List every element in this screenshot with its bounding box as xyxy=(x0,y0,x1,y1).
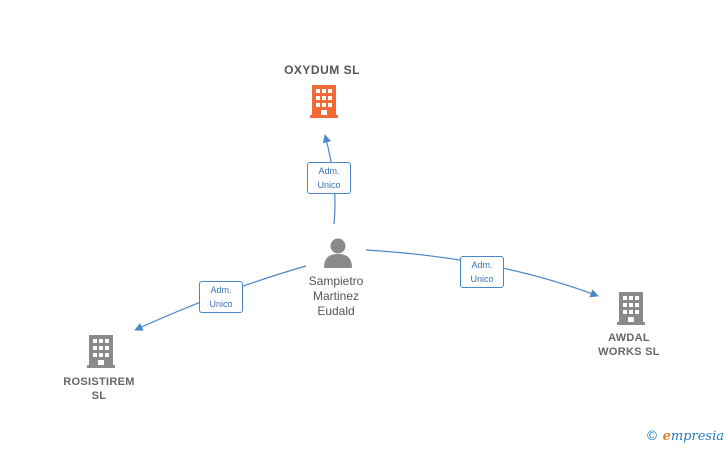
edge-label-line2: Unico xyxy=(209,299,233,309)
right-company-label[interactable]: AWDAL WORKS SL xyxy=(569,331,689,359)
brand-name: mpresia xyxy=(670,429,724,444)
person-label-line2: Martinez xyxy=(312,289,359,303)
building-icon[interactable] xyxy=(617,292,645,325)
edge-label-line2: Unico xyxy=(470,274,494,284)
edge-label-right: Adm. Unico xyxy=(460,256,504,288)
building-icon[interactable] xyxy=(310,85,338,118)
person-icon[interactable] xyxy=(324,238,352,269)
edge-label-line2: Unico xyxy=(317,180,341,190)
edge-label-line1: Adm. xyxy=(471,260,493,270)
brand-initial: e xyxy=(662,429,671,444)
edge-label-line1: Adm. xyxy=(318,166,340,176)
edge-label-main: Adm. Unico xyxy=(307,162,351,194)
edge-label-left: Adm. Unico xyxy=(199,281,243,313)
person-label-line3: Eudald xyxy=(317,304,355,318)
left-company-label-line1: ROSISTIREM xyxy=(63,376,135,388)
empresia-watermark[interactable]: © empresia xyxy=(645,429,724,444)
left-company-label[interactable]: ROSISTIREM SL xyxy=(39,375,159,403)
left-company-label-line2: SL xyxy=(91,390,107,402)
building-icon[interactable] xyxy=(87,335,115,368)
copyright-symbol: © xyxy=(645,429,659,444)
right-company-label-line2: WORKS SL xyxy=(598,346,660,358)
main-company-label[interactable]: OXYDUM SL xyxy=(284,63,360,77)
person-label[interactable]: Sampietro Martinez Eudald xyxy=(276,274,396,319)
person-label-line1: Sampietro xyxy=(308,274,364,288)
right-company-label-line1: AWDAL xyxy=(608,332,650,344)
edge-label-line1: Adm. xyxy=(210,285,232,295)
